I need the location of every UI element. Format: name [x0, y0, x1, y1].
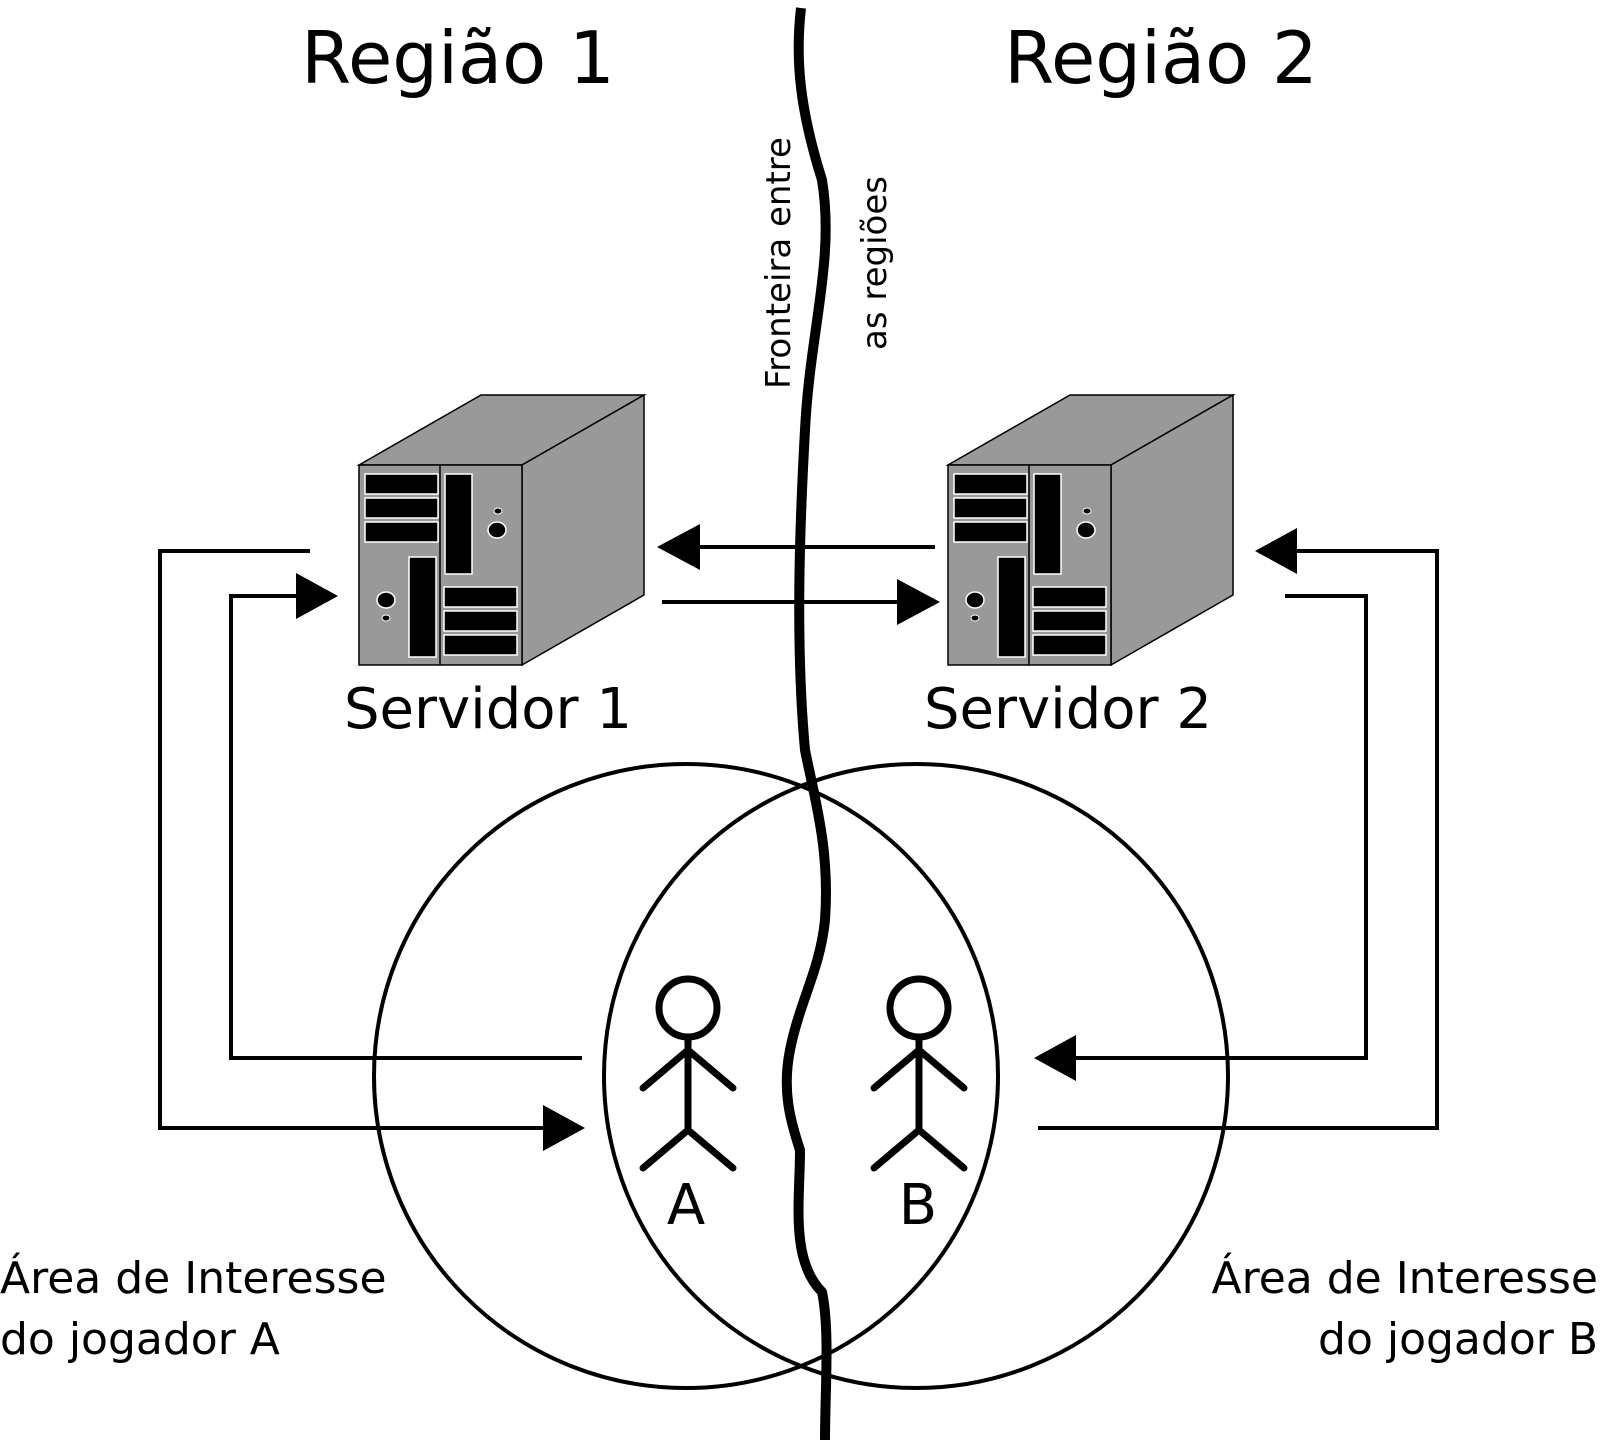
arrow-server1-to-player-a — [158, 549, 585, 1151]
player-b-figure — [874, 979, 964, 1168]
interest-area-b-label-line1: Área de Interesse — [1211, 1251, 1598, 1304]
arrow-server2-to-server1 — [657, 524, 935, 570]
arrow-server2-to-player-b — [1034, 594, 1368, 1081]
border-label-line1: Fronteira entre — [759, 137, 799, 389]
arrow-server1-to-server2 — [662, 579, 940, 625]
player-a-label: A — [667, 1173, 705, 1238]
server-1-icon — [358, 394, 645, 666]
interest-area-b-circle — [602, 762, 1230, 1390]
region-2-title: Região 2 — [1004, 16, 1318, 100]
server-2-label: Servidor 2 — [924, 677, 1212, 742]
server-2-icon — [947, 394, 1234, 666]
interest-area-a-label-line1: Área de Interesse — [0, 1251, 387, 1304]
region-border-line — [781, 7, 832, 1441]
player-b-label: B — [899, 1173, 937, 1238]
interest-area-a-circle — [372, 762, 1000, 1390]
server-1-label: Servidor 1 — [344, 677, 632, 742]
arrow-player-a-to-server1 — [229, 573, 582, 1060]
interest-area-a-label-line2: do jogador A — [0, 1314, 280, 1365]
arrow-player-b-to-server2 — [1038, 528, 1439, 1130]
border-label-line2: as regiões — [855, 176, 895, 350]
interest-area-b-label-line2: do jogador B — [1318, 1314, 1598, 1365]
player-a-figure — [643, 979, 733, 1168]
region-1-title: Região 1 — [301, 16, 615, 100]
